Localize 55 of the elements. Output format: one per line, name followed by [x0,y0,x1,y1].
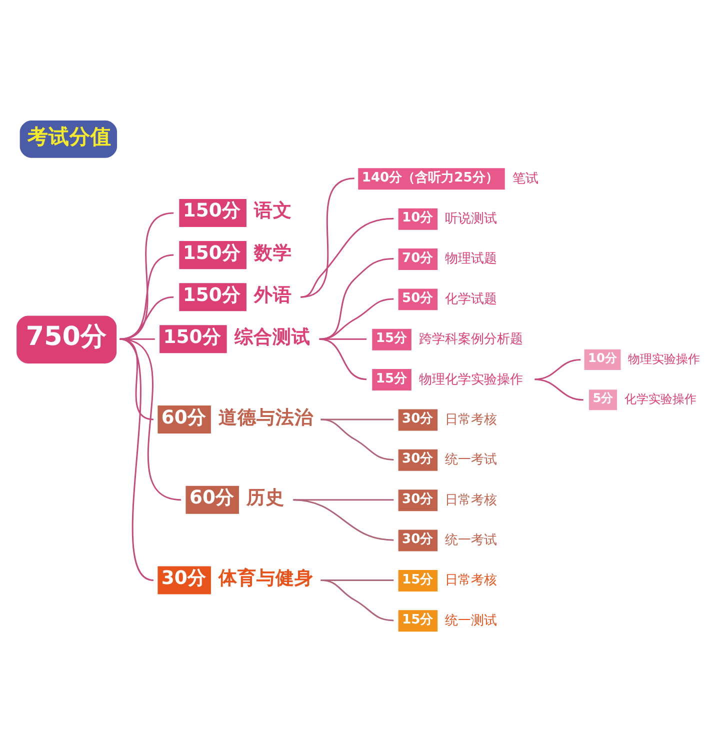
connector [300,217,394,298]
node-label: 语文 [254,200,292,222]
node-box: 30分 [398,489,438,511]
node-label: 统一考试 [445,532,498,548]
node-box: 60分 [186,485,239,514]
node-box: 10分 [584,348,621,370]
connector [320,579,394,621]
node-box: 50分 [398,288,438,310]
node-box: 15分 [398,569,438,591]
node-label: 物理化学实验操作 [418,372,523,387]
connector [293,498,394,540]
node-box: 15分 [372,368,412,390]
node-box: 150分 [160,324,227,353]
node-label: 笔试 [512,170,538,186]
node-box: 15分 [398,610,438,632]
node-label: 日常考核 [445,492,498,508]
node-label: 外语 [254,284,292,306]
node-box: 15分 [372,328,412,350]
node-label: 综合测试 [234,326,310,348]
node-label: 历史 [246,487,284,508]
diagram-title: 考试分值 [27,124,112,148]
node-box: 750分 [16,315,117,363]
node-box: 150分 [179,240,246,269]
node-box: 30分 [398,448,438,470]
node-label: 物理实验操作 [628,351,700,366]
node-label: 物理试题 [445,251,498,266]
node-label: 体育与健身 [218,567,314,588]
connector [120,212,174,340]
node-box: 30分 [398,408,438,430]
node-box: 10分 [398,208,438,230]
node-box: 150分 [179,282,246,311]
connector [120,254,174,340]
connector [319,338,367,380]
connector [293,498,394,500]
node-box: 5分 [588,389,617,410]
node-label: 化学试题 [445,291,498,306]
node-label: 化学实验操作 [624,392,696,406]
connector [120,296,174,340]
node-box: 140分（含听力25分） [358,168,505,190]
node-box: 150分 [179,198,246,226]
node-label: 听说测试 [445,211,498,226]
node-label: 日常考核 [445,412,498,427]
node-box: 70分 [398,248,438,270]
node-label: 日常考核 [445,572,498,588]
node-label: 数学 [254,242,292,264]
node-label: 跨学科案例分析题 [418,332,523,347]
node-box: 30分 [398,529,438,551]
connector [120,338,154,580]
node-label: 统一测试 [445,612,498,628]
node-label: 道德与法治 [218,406,314,428]
node-box: 60分 [158,405,211,434]
connector [320,418,394,460]
node-box: 30分 [158,566,211,594]
connector [534,378,584,400]
node-label: 统一考试 [445,452,498,468]
